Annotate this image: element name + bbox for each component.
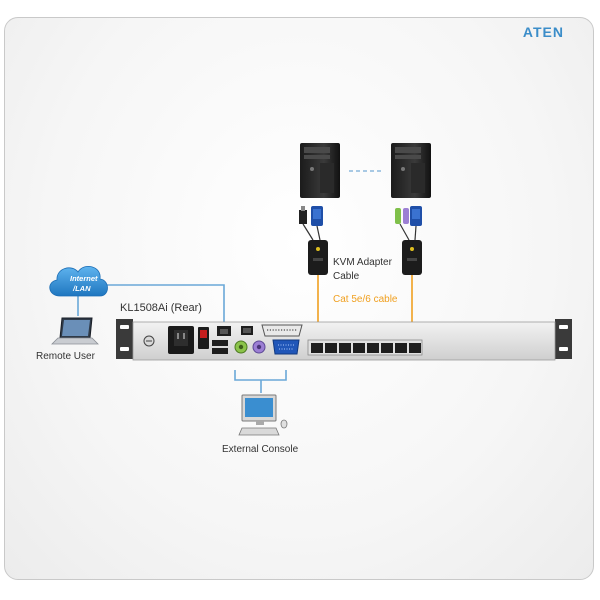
- power-socket-icon: [168, 326, 194, 354]
- ps2-connector-icon: [234, 340, 266, 354]
- monitor-icon: [241, 394, 277, 425]
- tower-computer-icon: [391, 143, 431, 198]
- rj45-port-icon: [409, 343, 421, 353]
- kvm-adapter-label-line2: Cable: [333, 271, 360, 282]
- external-console-label: External Console: [222, 444, 299, 455]
- rj45-port-icon: [353, 343, 365, 353]
- rj45-port-icon: [339, 343, 351, 353]
- kl1508ai-rear-panel: [116, 319, 572, 361]
- vga-connector-icon: [410, 206, 422, 226]
- rj45-port-icon: [311, 343, 323, 353]
- kvm-adapter-label-line1: KVM Adapter: [333, 257, 393, 268]
- cloud-label-line1: Internet: [70, 274, 98, 283]
- cat-cable-label: Cat 5e/6 cable: [333, 294, 398, 305]
- lan-cable: [100, 284, 225, 326]
- kvm-port-bank: [307, 339, 423, 356]
- kvm-adapter-dongle-icon: [402, 240, 422, 275]
- model-label: KL1508Ai (Rear): [120, 302, 202, 314]
- ground-screw-icon: [143, 335, 155, 347]
- vga-connector-icon: [272, 339, 300, 355]
- adapter-lead: [316, 225, 321, 241]
- adapter-lead: [302, 223, 314, 241]
- adapter-lead: [399, 223, 410, 241]
- keyboard-icon: [238, 427, 280, 436]
- diagram-frame: [4, 17, 594, 580]
- rj45-port-icon: [241, 326, 253, 335]
- mouse-icon: [280, 419, 288, 429]
- power-switch-icon: [198, 327, 209, 349]
- tower-computer-icon: [300, 143, 340, 198]
- kvm-adapter-dongle-icon: [308, 240, 328, 275]
- laptop-icon: [51, 317, 99, 345]
- console-cable: [234, 370, 287, 381]
- usb-port-icon: [212, 340, 228, 354]
- brand-logo: ATEN: [522, 24, 564, 40]
- serial-port-icon: [261, 324, 303, 337]
- rj45-port-icon: [325, 343, 337, 353]
- cloud-label-line2: /LAN: [72, 284, 91, 293]
- rj45-port-icon: [367, 343, 379, 353]
- remote-user-label: Remote User: [36, 351, 96, 362]
- cloud-icon: Internet /LAN: [49, 265, 108, 297]
- rj45-port-icon: [217, 326, 231, 336]
- vga-connector-icon: [311, 206, 323, 226]
- usb-connector-icon: [299, 206, 307, 224]
- adapter-lead: [414, 225, 417, 241]
- rj45-port-icon: [381, 343, 393, 353]
- rj45-port-icon: [395, 343, 407, 353]
- ps2-connector-icon: [395, 208, 409, 224]
